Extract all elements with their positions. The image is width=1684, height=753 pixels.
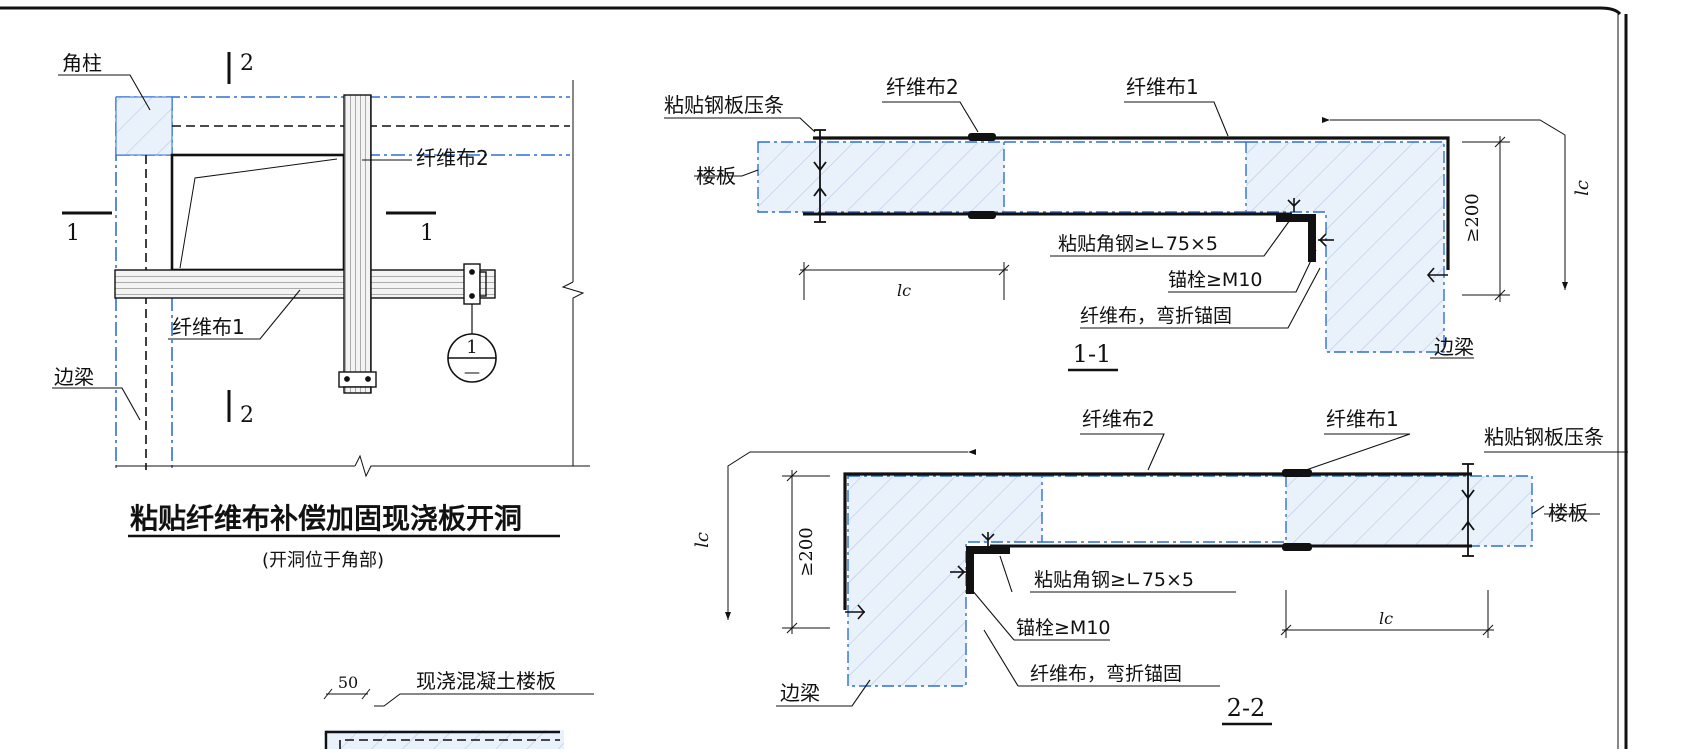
sec2-fiber-top <box>843 472 1472 610</box>
cut-1-left-label: 1 <box>66 221 80 246</box>
sec2-label-fiber-1: 纤维布1 <box>1326 407 1399 431</box>
sec2-label-fiber-bend: 纤维布，弯折锚固 <box>1030 663 1182 685</box>
sec2-dim-lc-vert: lc <box>692 532 713 548</box>
sec1-fiber-top <box>813 136 1450 270</box>
sec1-label-fiber-2: 纤维布2 <box>886 75 959 99</box>
sec1-label-angle-steel: 粘贴角钢≥∟75×5 <box>1058 233 1218 255</box>
cut-1-right-label: 1 <box>420 221 434 246</box>
sec2-dim-lc: lc <box>1379 609 1393 628</box>
sec1-dim-lc-vert: lc <box>1572 180 1593 196</box>
sec1-title: 1-1 <box>1073 340 1112 368</box>
sec1-label-slab: 楼板 <box>696 164 736 188</box>
plan-subtitle: (开洞位于角部) <box>262 550 384 571</box>
fiber-strip-2 <box>343 94 372 376</box>
label-fiber-1: 纤维布1 <box>172 315 245 339</box>
plan-title: 粘贴纤维布补偿加固现浇板开洞 <box>130 502 522 535</box>
sec1-angle-steel <box>1276 214 1316 262</box>
sec2-label-edge-beam: 边梁 <box>780 681 820 705</box>
label-corner-column: 角柱 <box>62 51 102 75</box>
label-edge-beam: 边梁 <box>54 365 94 389</box>
sec2-title: 2-2 <box>1227 694 1266 722</box>
bottom-detail: 50 现浇混凝土楼板 <box>323 669 594 749</box>
sec2-label-slab: 楼板 <box>1548 501 1588 525</box>
cut-2-top-label: 2 <box>240 51 254 76</box>
bottom-dim-50: 50 <box>338 673 358 692</box>
sec2-angle-steel <box>966 546 1010 594</box>
section-2-2: ≥200 lc lc 纤维布2 纤维布1 粘贴钢板压条 楼板 粘贴角钢≥∟75×… <box>692 407 1628 726</box>
sec1-label-anchor: 锚栓≥M10 <box>1168 269 1263 291</box>
sec1-label-fiber-1: 纤维布1 <box>1126 75 1199 99</box>
plan-view: 2 2 1 1 1 — 角柱 纤维布2 纤维布1 边梁 粘贴纤维布补偿加固现浇板… <box>52 51 590 571</box>
plan-outline <box>116 80 590 478</box>
sec2-label-anchor: 锚栓≥M10 <box>1016 617 1111 639</box>
label-fiber-2: 纤维布2 <box>416 146 489 170</box>
sec2-slab-right <box>1285 475 1533 547</box>
sec2-dim-200: ≥200 <box>796 527 817 576</box>
detail-index-sheet: — <box>464 362 480 381</box>
section-cut-marks <box>62 52 436 422</box>
sec2-label-angle-steel: 粘贴角钢≥∟75×5 <box>1034 569 1194 591</box>
bottom-label-slab: 现浇混凝土楼板 <box>416 669 556 693</box>
sec1-slab-left <box>757 141 1005 213</box>
detail-index-symbol <box>447 304 497 383</box>
sec2-label-steel-strip: 粘贴钢板压条 <box>1484 425 1604 449</box>
section-1-1: ≥200 lc lc 粘贴钢板压条 纤维布2 纤维布1 楼板 粘贴角钢≥∟75×… <box>664 75 1593 372</box>
fiber-strip-1 <box>114 269 496 299</box>
sec1-label-edge-beam: 边梁 <box>1434 335 1474 359</box>
slab-opening <box>170 153 346 272</box>
sec1-beam <box>1245 141 1445 353</box>
sec1-label-fiber-bend: 纤维布，弯折锚固 <box>1080 305 1232 327</box>
sec2-beam <box>847 475 1043 687</box>
corner-column <box>115 96 173 156</box>
sheet-frame <box>0 6 1628 749</box>
detail-index-number: 1 <box>466 337 477 358</box>
sec1-dim-200: ≥200 <box>1462 193 1483 242</box>
sec1-dim-lc: lc <box>897 281 911 300</box>
sec2-label-fiber-2: 纤维布2 <box>1082 407 1155 431</box>
cut-2-bottom-label: 2 <box>240 403 254 428</box>
sec1-label-steel-strip: 粘贴钢板压条 <box>664 93 784 117</box>
